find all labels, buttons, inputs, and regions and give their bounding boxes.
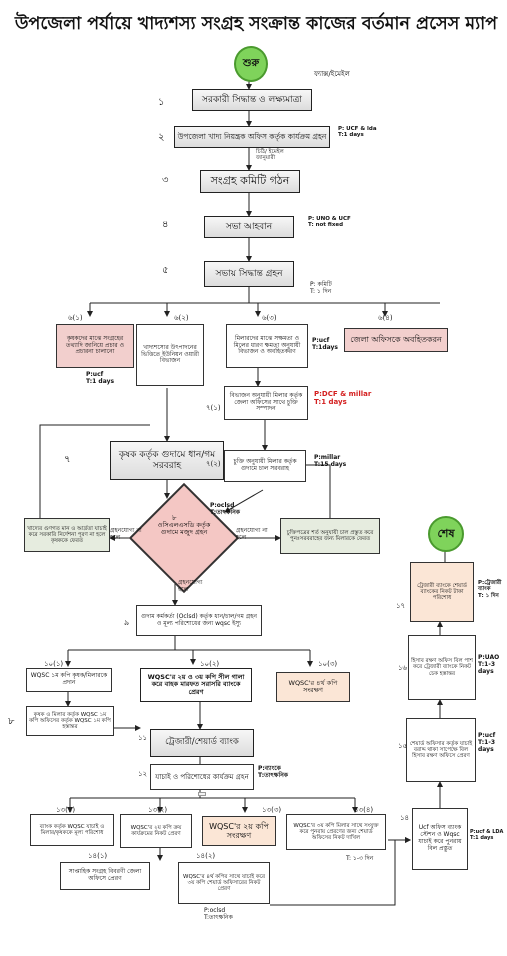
step-16-note: P:UAO T:1-3 days <box>478 654 500 675</box>
step-7-box: কৃষক কর্তৃক গুদামে ধান/গম সরবরাহ <box>110 441 224 480</box>
step-15-box: শেয়ার্ড অফিসার কর্তৃক যাচাই বরাদ্দ থাকা… <box>406 718 476 782</box>
step-6-4-box: জেলা অফিসকে অবহিতকরন <box>344 328 448 352</box>
step-14-box: Ucf অফিস ব্যাংক স্টেশন ও Wqsc যাচাই করে … <box>412 808 468 870</box>
step-14-note: P:ucf & LDA T:1 days <box>470 829 504 841</box>
ctrl-click-tooltip <box>198 792 206 796</box>
step-4-number: ৪ <box>162 219 169 230</box>
step-6-4-number: ৬(৪) <box>378 314 393 322</box>
reject-left-box: খাদ্যের গুণগত মান ও আর্দ্রতা যাচাই করে স… <box>24 518 110 552</box>
step-13-1-number: ১৩(১) <box>56 806 76 814</box>
step-13-4-number: ১৩(৪) <box>354 806 374 814</box>
fax-email-label: ফ্যাক্স/ইমেইল <box>314 70 350 78</box>
step-2-box: উপজেলা খাদ্য নিয়ন্ত্রক অফিস কর্তৃক কার্… <box>174 126 330 148</box>
step-7-1-box: বিভাজন অনুযায়ী মিলার কর্তৃক জেলা অফিসের… <box>224 386 308 420</box>
step-10-3-box: WQSC'র ৪র্থ কপি সংরক্ষণ <box>276 672 350 702</box>
page-title: উপজেলা পর্যায়ে খাদ্যশস্য সংগ্রহ সংক্রান… <box>14 14 498 34</box>
step-17-box: ট্রেজারী ব্যাংকে শেয়ার্ড ব্যাংকের নিকট … <box>410 562 474 622</box>
connector <box>224 489 264 513</box>
step-3-box: সংগ্রহ কমিটি গঠন <box>200 170 300 193</box>
end-label: শেষ <box>437 526 455 540</box>
step-7-2-number: ৭(২) <box>206 460 221 468</box>
step-15-number: ১৫ <box>398 742 408 750</box>
step-14-2-number: ১৪(২) <box>196 852 216 860</box>
step-6-3-box: মিলারদের মাঝে সক্ষমতা ও মিলের ধারণ ক্ষমত… <box>226 324 308 368</box>
step-2-number: ২ <box>158 132 165 143</box>
decision-number: ৮ <box>172 514 177 522</box>
step-14-1-box: সাপ্তাহিক সংগ্রহ বিবরণী জেলা অফিসে প্রের… <box>60 862 150 890</box>
decision-label: ওসিএলএসডি কর্তৃক গুদামে মজুদ গ্রহন <box>157 521 211 537</box>
step-5-note: P: কমিটি T: ১ দিন <box>310 281 332 295</box>
step-1-box: সরকারী সিদ্ধান্ত ও লক্ষ্যমাত্রা <box>192 89 312 111</box>
step-17-note: P:ট্রেজারী ব্যাংক T: ১ দিন <box>478 580 502 599</box>
step-9-box: গুদাম কর্মকর্তা (Oclsd) কর্তৃক ধান/চাল/গ… <box>136 605 262 636</box>
step-10-1-number: ১০(১) <box>44 660 64 668</box>
step-7-number: ৭ <box>64 454 71 465</box>
step-10-2-number: ১০(২) <box>200 660 220 668</box>
step-2-note: P: UCF & lda T:1 days <box>338 126 377 139</box>
step-11-box: ট্রেজারী/শেয়ার্ড ব্যাংক <box>150 729 254 757</box>
step-10-2-box: WQSC'র ২য় ও ৩য় কপি সীল গালা করে বাহক ম… <box>140 668 252 702</box>
decision-note: P:oclsd T:তাৎক্ষনিক <box>210 502 240 516</box>
decision-no-right: গ্রহনযোগ্য না হলে <box>236 527 268 541</box>
step-14-1-number: ১৪(১) <box>88 852 108 860</box>
step-13-2-box: WQSC'র ২য় কপি ক্রয় কার্যক্রমের নিকট প্… <box>120 814 192 848</box>
step-4-box: সভা আহবান <box>204 216 294 238</box>
step-12-number: ১২ <box>138 770 148 778</box>
step-6-2-number: ৬(২) <box>174 314 189 322</box>
step-6-1-box: কৃষকদের মাঝে সংগ্রহের তথ্যাদি জানিয়ে প্… <box>56 324 134 368</box>
step-7-2-box: চুক্তি অনুযায়ী মিলার কর্তৃক গুদামে চাল … <box>224 450 306 482</box>
step-14-2-box: WQSC'র ৪র্থ কপির সাথে যাচাই করে ৩য় কপি … <box>178 862 270 904</box>
start-node: শুরু <box>234 46 268 82</box>
step-12-box: যাচাই ও পরিশোধের কার্যক্রম গ্রহন <box>150 764 254 790</box>
step-7-1-note: P:DCF & millar T:1 days <box>314 390 372 407</box>
step-13-4-note: T: ১-৩ দিন <box>346 855 374 862</box>
decision-yes: গ্রহনযোগ্য হলে <box>178 579 203 593</box>
start-label: শুরু <box>242 57 260 69</box>
step-7-1-number: ৭(১) <box>206 404 221 412</box>
step-2-extra: চিঠি/ ইমেইল জানুয়ারী <box>256 149 284 162</box>
step-5-number: ৫ <box>162 265 169 276</box>
step-14-2-note: P:oclsd T:তাৎক্ষনিক <box>204 907 233 921</box>
step-6-3-note: P:ucf T:1days <box>312 337 338 351</box>
step-8-number: ৮ <box>8 716 15 727</box>
step-13-4-box: WQSC'র ৩য় কপি মিলার সাথে সংযুক্ত করে পু… <box>286 814 386 850</box>
step-13-1-box: ব্যাংক কর্তৃক WQSC যাচাই ও মিলার/কৃষককে … <box>30 814 114 846</box>
reject-right-box: চুক্তিপত্রের শর্ত অনুযায়ী চাল প্রস্তুত … <box>280 518 380 554</box>
step-13-3-number: ১৩(৩) <box>262 806 282 814</box>
step-6-1-note: P:ucf T:1 days <box>86 371 115 385</box>
step-15-note: P:ucf T:1-3 days <box>478 732 496 753</box>
step-10-3-number: ১০(৩) <box>318 660 338 668</box>
step-17-number: ১৭ <box>396 602 406 610</box>
step-6-2-box: খাদ্যশস্যের উৎপাদনের ভিত্তিতে ইউনিয়ন ওয… <box>136 324 204 386</box>
step-16-box: হিসাব রক্ষণ অফিস বিল পাশ করে ট্রেজারী ব্… <box>408 635 476 700</box>
step-16-number: ১৬ <box>398 664 408 672</box>
step-3-number: ৩ <box>162 175 169 186</box>
step-1-number: ১ <box>158 97 165 108</box>
step-6-3-number: ৬(৩) <box>262 314 277 322</box>
connector <box>299 462 331 518</box>
step-14-number: ১৪ <box>400 814 410 822</box>
end-node: শেষ <box>428 516 464 552</box>
step-5-box: সভায় সিদ্ধান্ত গ্রহন <box>204 261 294 287</box>
step-4-note: P: UNO & UCF T: not fixed <box>308 216 351 229</box>
connector <box>39 424 150 525</box>
step-13-3-box: WQSC'র ২য় কপি সংরক্ষণ <box>202 816 276 846</box>
decision-no-left: গ্রহনযোগ্য না হলে <box>110 527 142 541</box>
step-13-2-number: ১৩(২) <box>148 806 168 814</box>
step-7-2-note: P:millar T:15 days <box>314 454 347 468</box>
owner-handover-box: কৃষক ও মিলার কর্তৃক WQSC ১ম কপি অফিসের ক… <box>26 706 114 736</box>
step-11-number: ১১ <box>138 734 148 742</box>
step-9-number: ৯ <box>124 618 130 627</box>
step-10-1-box: WQSC ১ম কপি কৃষক/মিলারকে প্রদান <box>26 668 112 692</box>
step-12-note: P:ব্যাংকে T:তাৎক্ষনিক <box>258 765 288 779</box>
step-6-1-number: ৬(১) <box>68 314 83 322</box>
